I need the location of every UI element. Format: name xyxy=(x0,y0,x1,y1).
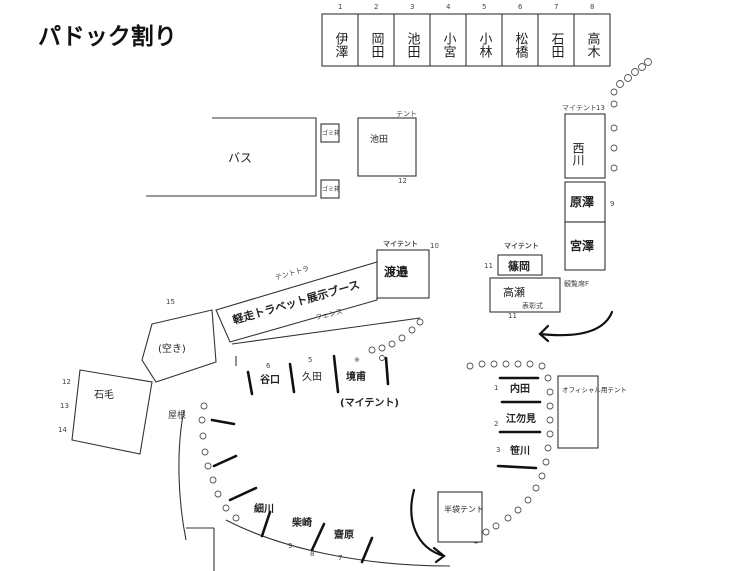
sharo-label: 屋根 xyxy=(168,409,186,421)
ishige-label: 石毛 xyxy=(94,389,114,401)
right-col-name-1: 西川 xyxy=(571,142,585,166)
top-num-2: 2 xyxy=(374,3,378,11)
right-col-top-note: マイテント xyxy=(562,104,597,112)
top-num-1: 1 xyxy=(338,3,342,11)
num-15: 15 xyxy=(166,298,175,306)
top-num-5: 5 xyxy=(482,3,486,11)
sasaoka-name: 篠岡 xyxy=(508,259,530,273)
top-name-3: 池田 xyxy=(405,32,421,58)
mid-note: (マイテント) xyxy=(340,397,399,409)
mid-name-3: 境甫 xyxy=(346,370,366,383)
left-num-13: 13 xyxy=(60,402,69,410)
right-col-side-num: 9 xyxy=(610,200,614,208)
trash-boxes: ゴミ箱 ゴミ箱 xyxy=(320,123,340,199)
watanabe-tent: マイテント 渡邉 10 xyxy=(376,240,439,299)
bottom-name-2: 柴崎 xyxy=(291,516,312,529)
right-inner-name-1: 内田 xyxy=(510,382,530,395)
bus-label: バス xyxy=(228,151,252,165)
curved-arrow-bottom xyxy=(410,488,446,564)
watanabe-name: 渡邉 xyxy=(384,264,409,279)
middle-row: 6 5 ※ 谷口 久田 境甫 (マイテント) xyxy=(235,354,399,409)
right-inner: 1 2 3 内田 江勿見 笹川 xyxy=(494,376,542,470)
hanbai-tent: 半袋テント xyxy=(437,491,484,543)
mid-num-6: 6 xyxy=(266,362,271,370)
top-row-names: 伊澤 岡田 池田 小宮 小林 松橋 石田 高木 xyxy=(333,31,601,59)
bottom-num-9: 9 xyxy=(288,542,292,550)
mid-name-2: 久田 xyxy=(302,371,322,383)
takase-note: 表彰式 xyxy=(522,301,543,310)
top-name-7: 石田 xyxy=(549,32,565,58)
outer-boundary: 屋根 xyxy=(168,409,451,571)
right-inner-name-3: 笹川 xyxy=(510,444,530,457)
dotted-curve-middle xyxy=(368,318,424,361)
top-num-6: 6 xyxy=(518,3,523,11)
sasaoka-takase: マイテント 篠岡 11 高瀬 表彰式 11 観覧席F xyxy=(484,242,589,320)
bus-area: バス xyxy=(146,117,317,197)
top-row-numbers: 1 2 3 4 5 6 7 8 xyxy=(338,3,594,11)
top-num-4: 4 xyxy=(446,3,451,11)
right-inner-num-1: 1 xyxy=(494,384,498,392)
right-col-name-3: 宮澤 xyxy=(570,238,594,253)
akichi-label: (空き) xyxy=(158,342,186,355)
top-num-3: 3 xyxy=(410,3,414,11)
right-col-top-num: 13 xyxy=(596,104,605,112)
top-name-4: 小宮 xyxy=(441,32,457,58)
hanbai-label: 半袋テント xyxy=(444,504,484,514)
watanabe-label: マイテント xyxy=(383,240,418,248)
top-name-1: 伊澤 xyxy=(333,32,349,58)
ikeda-bottom-note: 12 xyxy=(398,177,407,185)
sasaoka-label: マイテント xyxy=(504,242,539,250)
right-column: マイテント 13 西川 原澤 宮澤 9 xyxy=(562,104,614,271)
top-name-2: 岡田 xyxy=(369,32,384,58)
ikeda-name: 池田 xyxy=(370,133,388,145)
sasaoka-num: 11 xyxy=(484,262,493,270)
mid-name-1: 谷口 xyxy=(260,373,280,386)
left-markers xyxy=(210,418,258,502)
fence-tent-top-note: テントトラ xyxy=(274,265,310,282)
trash-label-2: ゴミ箱 xyxy=(322,185,340,193)
left-area: (空き) 15 石毛 12 13 14 xyxy=(58,298,217,455)
top-name-8: 高木 xyxy=(585,31,601,58)
ikeda-top-note: テント xyxy=(396,110,417,118)
trash-label-1: ゴミ箱 xyxy=(322,129,340,137)
top-name-6: 松橋 xyxy=(513,32,529,59)
dotted-curve-top-right xyxy=(610,58,652,172)
bottom-name-1: 細川 xyxy=(254,502,274,515)
takase-num: 11 xyxy=(508,312,517,320)
mid-num-5: 5 xyxy=(308,356,312,364)
top-name-5: 小林 xyxy=(477,32,493,58)
right-inner-num-2: 2 xyxy=(494,420,498,428)
official-label: オフィシャル用テント xyxy=(562,386,627,394)
bottom-name-3: 齋原 xyxy=(333,528,354,541)
bottom-row: 細川 柴崎 齋原 9 8 7 xyxy=(254,502,374,564)
mid-num-star: ※ xyxy=(354,356,360,364)
bottom-num-7: 7 xyxy=(338,554,342,562)
right-inner-name-2: 江勿見 xyxy=(506,412,536,425)
bottom-num-8: 8 xyxy=(310,550,314,558)
official-tent: オフィシャル用テント xyxy=(557,375,627,449)
curved-arrow-right xyxy=(538,310,614,343)
top-row-boxes xyxy=(321,13,611,67)
kanshi-label: 観覧席F xyxy=(564,279,589,288)
diagram-title: パドック割り xyxy=(38,23,177,50)
ikeda-tent: テント 池田 12 xyxy=(357,110,417,185)
dotted-arc-left xyxy=(198,402,240,522)
top-num-8: 8 xyxy=(590,3,594,11)
right-inner-num-3: 3 xyxy=(496,446,500,454)
takase-name: 高瀬 xyxy=(503,285,525,299)
watanabe-side-note: 10 xyxy=(430,242,439,250)
left-num-12: 12 xyxy=(62,378,71,386)
top-num-7: 7 xyxy=(554,3,558,11)
right-col-name-2: 原澤 xyxy=(570,194,594,209)
left-num-14: 14 xyxy=(58,426,67,434)
